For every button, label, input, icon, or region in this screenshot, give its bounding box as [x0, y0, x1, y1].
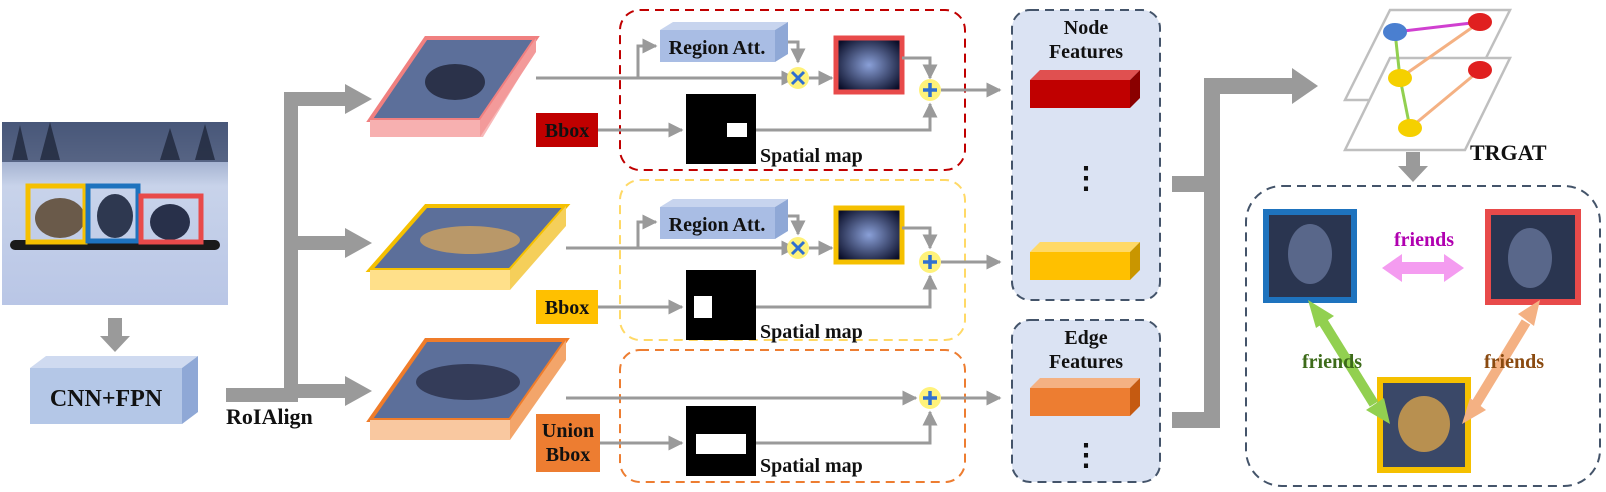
bbox-red: Bbox	[536, 113, 598, 147]
roialign-trunk	[226, 84, 372, 406]
roi-feature-red	[366, 36, 540, 137]
graph-node-yellow	[1388, 69, 1412, 87]
node-features-title-line2: Features	[1049, 41, 1123, 63]
person-crop-yellow	[1377, 377, 1471, 473]
spatial-map-red-label: Spatial map	[760, 145, 863, 167]
union-bbox-label-line2: Bbox	[546, 444, 590, 466]
bbox-red-label: Bbox	[545, 120, 589, 142]
region-att-red-label: Region Att.	[669, 37, 766, 59]
graph-node-yellow-2	[1398, 119, 1422, 137]
spatial-map-yellow-label: Spatial map	[760, 321, 863, 343]
attended-feature-yellow	[833, 205, 905, 265]
person-box-yellow	[25, 183, 88, 245]
relation-arrow-peach	[1462, 300, 1540, 424]
region-att-yellow: Region Att.	[660, 199, 788, 239]
spatial-map-orange	[686, 406, 756, 476]
region-att-yellow-label: Region Att.	[669, 214, 766, 236]
person-crop-red	[1485, 209, 1581, 305]
relation-arrow-green	[1308, 300, 1390, 424]
graph-node-red-2	[1468, 61, 1492, 79]
orange-branch-box	[619, 349, 966, 483]
roi-feature-yellow	[365, 204, 571, 290]
plus-icon-orange	[919, 387, 941, 409]
region-att-red: Region Att.	[660, 22, 788, 62]
union-bbox-orange: Union Bbox	[536, 414, 600, 472]
person-box-red	[138, 193, 204, 245]
roi-feature-orange	[366, 338, 570, 440]
node-feature-yellow	[1030, 242, 1140, 280]
roialign-label: RoIAlign	[226, 404, 313, 429]
edge-features-title-line1: Edge	[1064, 327, 1107, 349]
bbox-yellow: Bbox	[536, 290, 598, 324]
bbox-yellow-label: Bbox	[545, 297, 589, 319]
attended-feature-red	[833, 35, 905, 95]
input-image	[2, 122, 228, 305]
plus-icon-yellow	[919, 251, 941, 273]
yellow-branch-box	[619, 179, 966, 341]
spatial-map-yellow	[686, 270, 756, 340]
trgat-label: TRGAT	[1470, 140, 1547, 165]
cnn-fpn-label: CNN+FPN	[50, 386, 163, 412]
features-to-trgat-arrow	[1172, 68, 1318, 428]
edge-features-ellipsis: ⋮	[1071, 439, 1101, 472]
node-features-ellipsis: ⋮	[1071, 162, 1101, 195]
spatial-map-red	[686, 94, 756, 164]
graph-node-blue	[1383, 23, 1407, 41]
node-feature-red	[1030, 70, 1140, 108]
relation-arrow-pink	[1382, 254, 1464, 282]
person-crop-blue	[1263, 209, 1357, 303]
multiply-icon-yellow	[787, 237, 809, 259]
arrow-image-to-cnn	[100, 318, 130, 352]
person-box-blue	[85, 183, 141, 244]
spatial-map-orange-label: Spatial map	[760, 455, 863, 477]
relation-label-green: friends	[1302, 351, 1362, 373]
relation-label-peach: friends	[1484, 351, 1544, 373]
multiply-icon-red	[787, 67, 809, 89]
plus-icon-red	[919, 79, 941, 101]
relation-label-pink: friends	[1394, 229, 1454, 251]
graph-node-red	[1468, 13, 1492, 31]
trgat-down-arrow	[1398, 152, 1428, 182]
edge-features-title-line2: Features	[1049, 351, 1123, 373]
edge-feature-orange	[1030, 378, 1140, 416]
node-features-title-line1: Node	[1064, 17, 1109, 39]
cnn-fpn-block: CNN+FPN	[30, 356, 198, 424]
trgat-graph	[1342, 8, 1513, 152]
union-bbox-label-line1: Union	[542, 420, 594, 442]
